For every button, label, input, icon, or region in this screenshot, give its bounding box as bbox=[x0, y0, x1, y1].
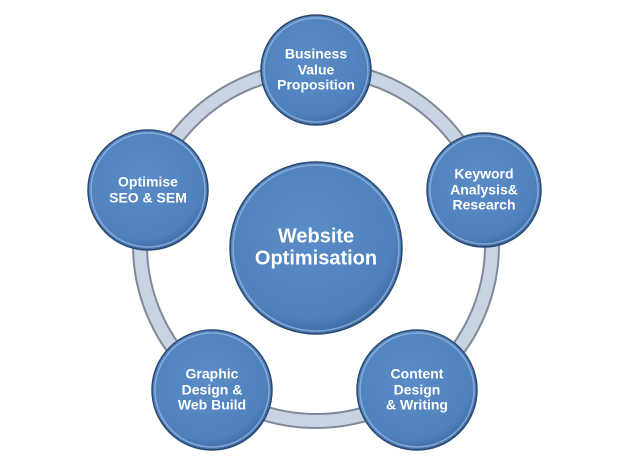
optimise-seo-sem-node bbox=[87, 129, 209, 251]
content-design-writing-node-highlight bbox=[359, 332, 475, 448]
content-design-writing-node bbox=[356, 329, 478, 451]
graphic-design-web-build-node-highlight bbox=[154, 332, 270, 448]
business-value-proposition-node-highlight bbox=[263, 17, 369, 123]
graphic-design-web-build-node bbox=[151, 329, 273, 451]
website-optimisation-center-node-highlight bbox=[232, 164, 400, 332]
optimise-seo-sem-label: Optimise SEO & SEM bbox=[109, 173, 187, 205]
keyword-analysis-research-node bbox=[426, 132, 542, 248]
keyword-analysis-research-node-highlight bbox=[429, 135, 539, 245]
graphic-design-web-build-label: Graphic Design & Web Build bbox=[177, 365, 247, 413]
business-value-proposition-label: Business Value Proposition bbox=[277, 45, 355, 93]
keyword-analysis-research-label: Keyword Analysis& Research bbox=[450, 165, 518, 213]
optimise-seo-sem-node-highlight bbox=[90, 132, 206, 248]
website-optimisation-center-label: Website Optimisation bbox=[254, 225, 378, 270]
website-optimisation-center-node bbox=[229, 161, 403, 335]
content-design-writing-label: Content Design & Writing bbox=[386, 365, 448, 413]
business-value-proposition-node bbox=[260, 14, 372, 126]
